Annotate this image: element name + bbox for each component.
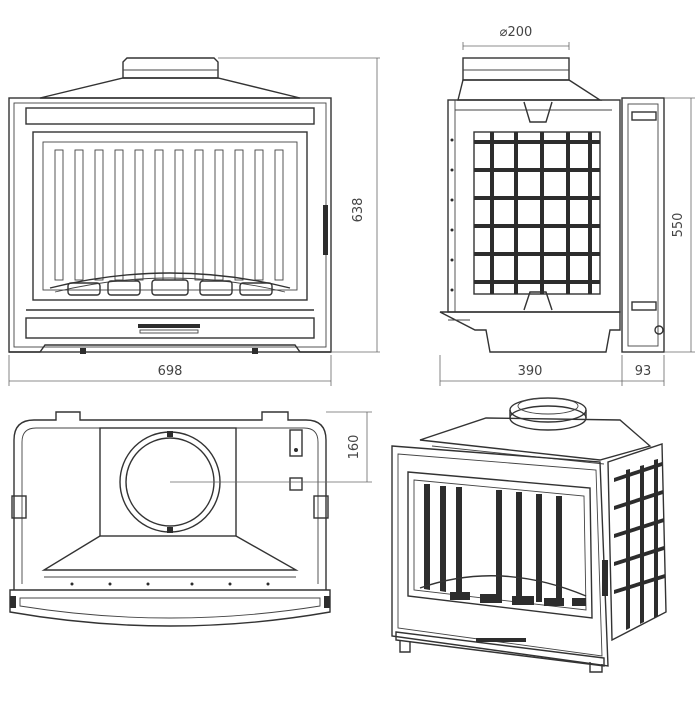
side-diameter-label: ⌀200 [500, 25, 533, 40]
isometric-view [391, 397, 667, 673]
top-view [9, 411, 331, 627]
side-depth-label: 390 [518, 364, 543, 379]
top-offset-label: 160 [347, 435, 362, 460]
front-height-label: 638 [351, 198, 366, 223]
side-frame-label: 93 [635, 364, 652, 379]
side-view [439, 57, 665, 353]
side-dimensions: ⌀200 550 390 93 [439, 25, 695, 386]
iso-glass-bars [424, 484, 562, 604]
side-studs [450, 138, 454, 292]
front-width-label: 698 [158, 364, 183, 379]
front-view [8, 57, 332, 354]
front-dimensions: 638 698 [8, 57, 380, 386]
top-dimensions: 160 [170, 411, 372, 483]
side-height-label: 550 [671, 213, 686, 238]
front-glass-bars [54, 149, 284, 281]
iso-side-grid [614, 459, 665, 630]
side-grid [473, 131, 601, 295]
